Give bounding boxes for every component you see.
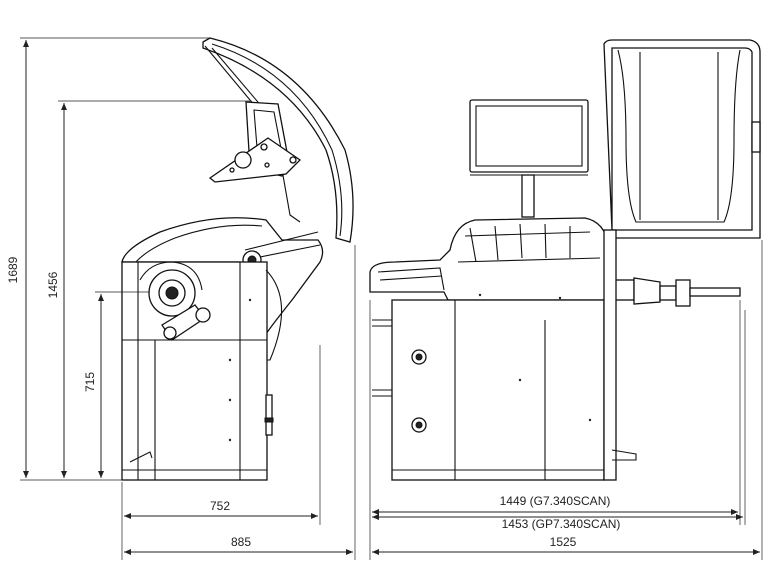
- dim-885: 885: [231, 535, 251, 549]
- top-cover: [121, 217, 324, 341]
- side-dimensions: [20, 37, 356, 560]
- front-view-machine: [369, 39, 761, 481]
- front-dimensions: [369, 240, 763, 560]
- front-cabinet: [391, 299, 605, 481]
- balancing-shaft: [611, 277, 741, 307]
- dim-1689: 1689: [6, 256, 20, 283]
- side-view-machine: [121, 37, 354, 481]
- dim-1449: 1449 (G7.340SCAN): [500, 494, 611, 508]
- dim-1456: 1456: [46, 271, 60, 298]
- dim-752: 752: [210, 499, 230, 513]
- dim-1453: 1453 (GP7.340SCAN): [502, 517, 621, 531]
- dim-715: 715: [83, 372, 97, 392]
- monitor: [469, 99, 589, 173]
- dim-1525: 1525: [550, 535, 577, 549]
- guard-frame: [603, 39, 761, 239]
